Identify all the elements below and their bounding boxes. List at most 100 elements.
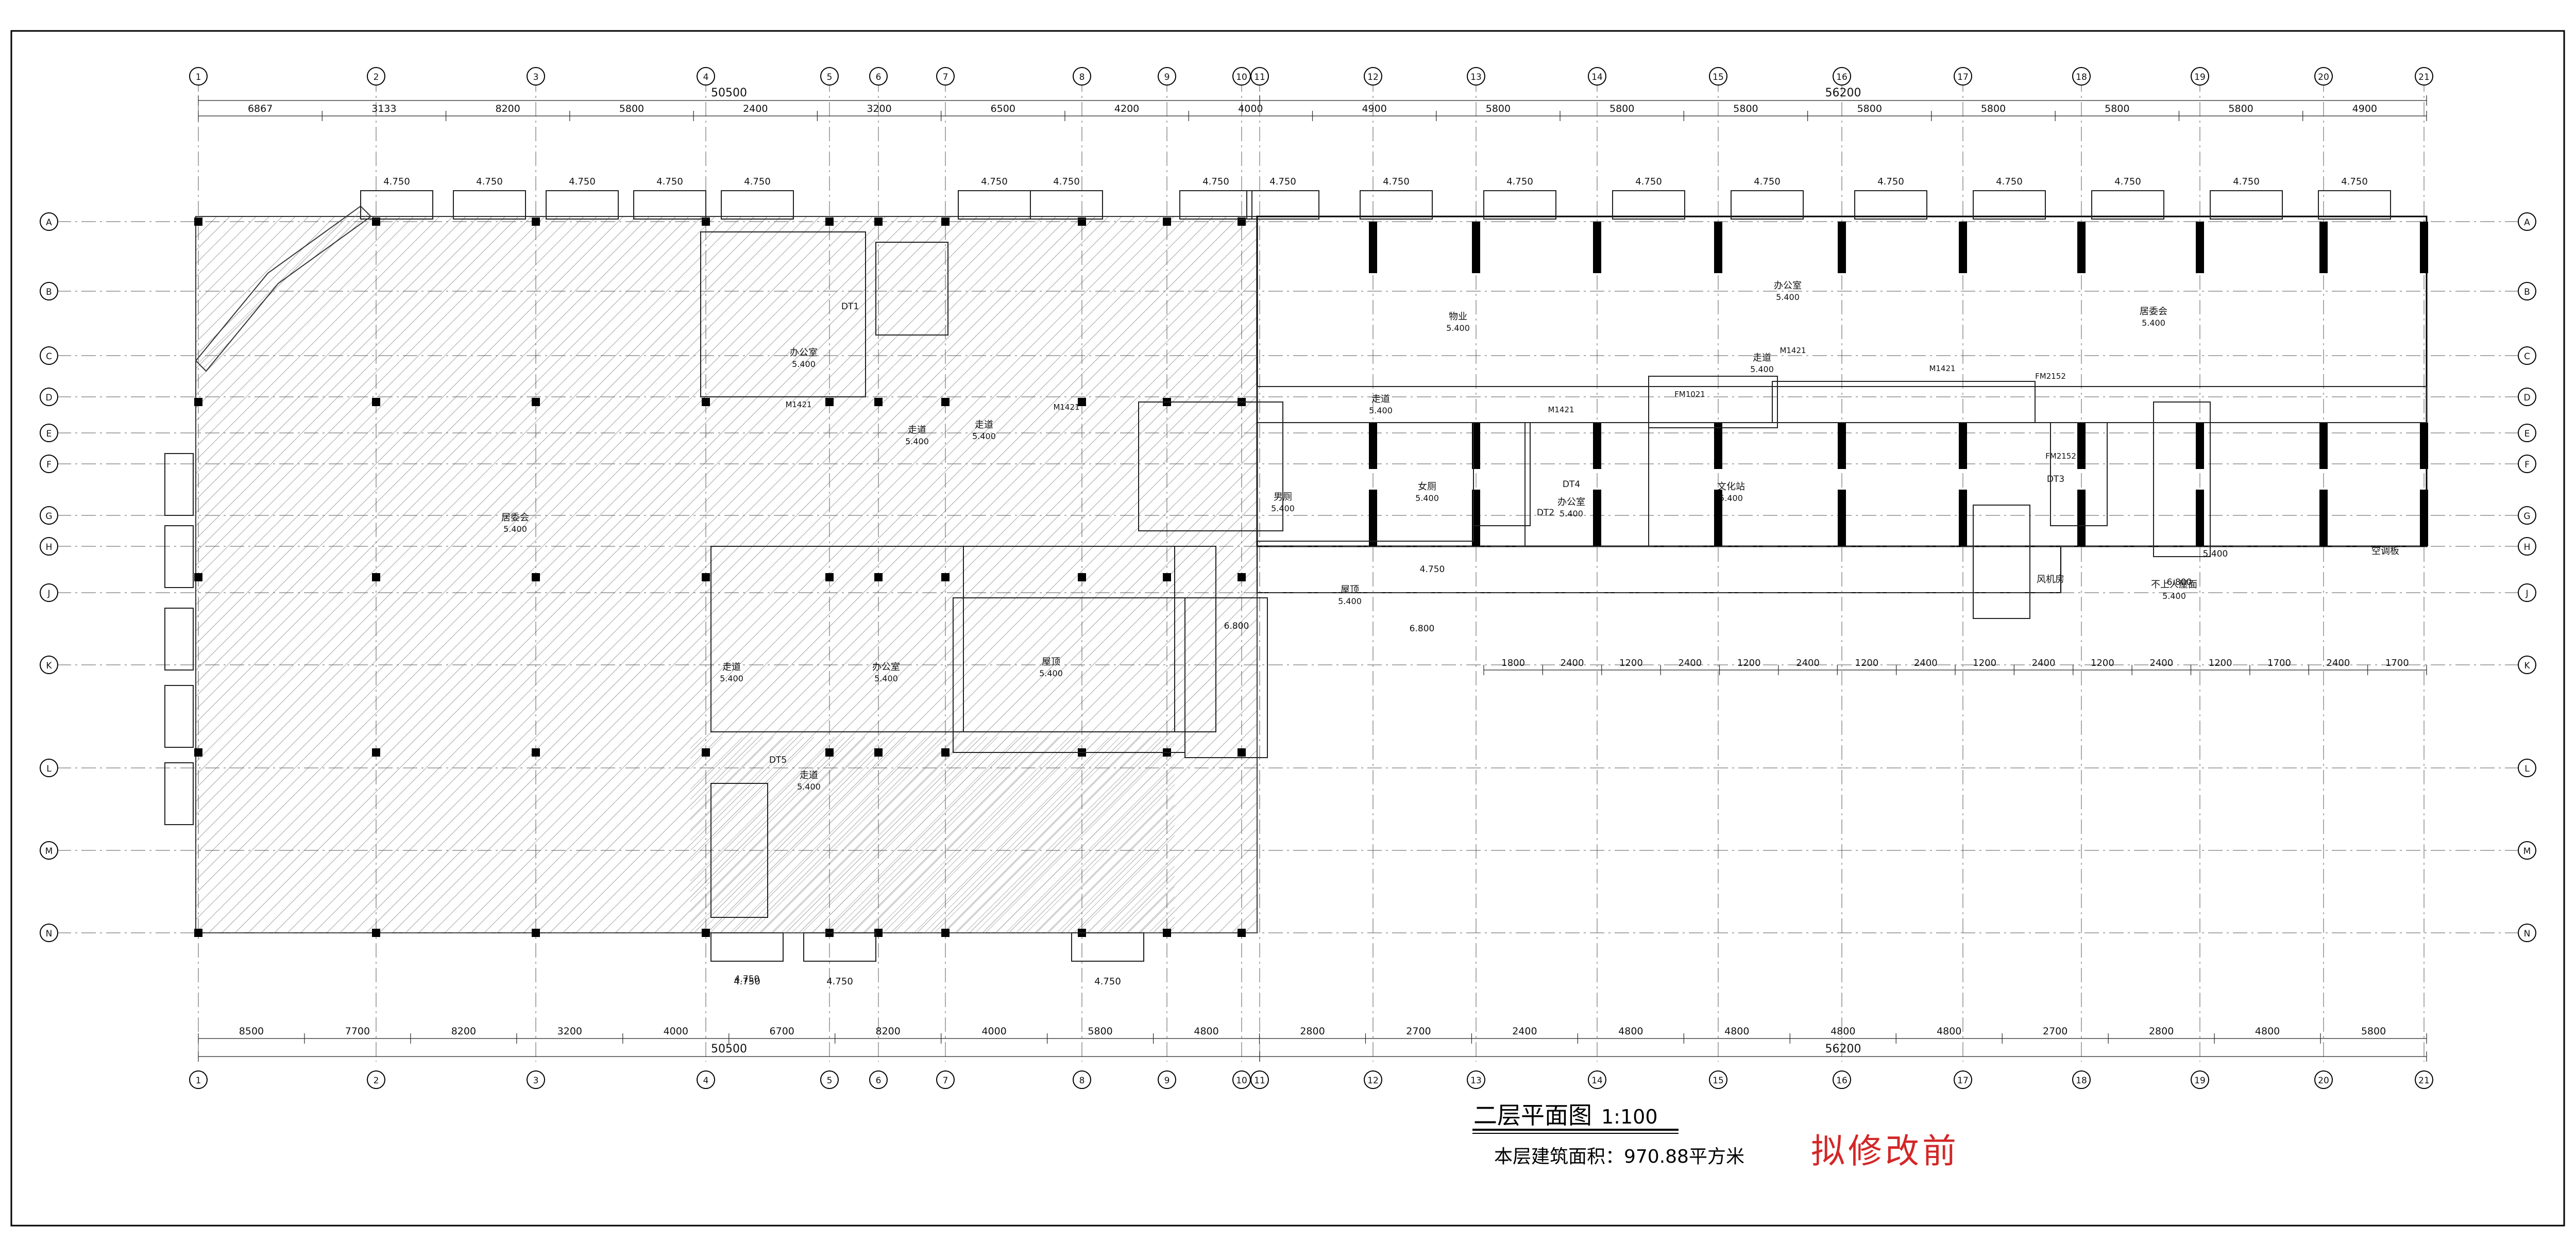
wall	[2153, 401, 2211, 557]
bottom-right-dims-label: 1700	[2267, 658, 2291, 668]
column	[1714, 222, 1722, 273]
door-code: M1421	[1780, 346, 1806, 355]
axis-bubble-left	[40, 424, 58, 442]
room-name: 居委会	[2140, 306, 2167, 317]
axis-bubble-left	[40, 388, 58, 406]
axis-bubble-right-label: J	[2525, 589, 2528, 599]
bottom-right-dims-label: 2400	[2149, 658, 2173, 668]
balcony-elevation: 4.750	[1383, 176, 1410, 187]
bottom-dims-label: 2800	[2149, 1026, 2174, 1037]
room-elevation: 5.400	[972, 431, 996, 441]
column	[194, 217, 202, 226]
axis-bubble-left-label: M	[45, 846, 53, 857]
axis-bubble-top-label: 11	[1254, 72, 1265, 82]
balcony-bottom	[1071, 932, 1144, 962]
axis-bubble-top-label: 7	[943, 72, 948, 82]
axis-bubble-top-label: 12	[1367, 72, 1379, 82]
column	[1163, 217, 1171, 226]
room-name: 文化站	[1717, 481, 1745, 492]
axis-bubble-left-label: L	[46, 764, 52, 774]
axis-bubble-top-label: 18	[2076, 72, 2087, 82]
column	[1472, 222, 1480, 273]
axis-bubble-bottom	[2072, 1070, 2091, 1089]
right-block-lower	[1257, 546, 2061, 593]
room-name: 居委会	[501, 512, 529, 523]
axis-bubble-top-label: 9	[1164, 72, 1170, 82]
axis-bubble-top	[820, 67, 839, 86]
balcony-top	[1360, 190, 1433, 220]
column	[532, 929, 540, 937]
top-dims-label: 5800	[2228, 103, 2253, 114]
axis-bubble-right	[2518, 841, 2536, 860]
axis-bubble-top	[1954, 67, 1972, 86]
stair-symbol	[710, 242, 2108, 918]
axis-bubble-right-label: H	[2524, 542, 2531, 552]
balcony-elevation: 4.750	[1269, 176, 1296, 187]
bottom-right-dims-label: 2400	[1796, 658, 1820, 668]
stair-code: DT1	[841, 302, 859, 312]
overall-bottom-right-label: 56200	[1825, 1043, 1861, 1056]
balcony-elevation: 4.750	[2114, 176, 2141, 187]
column	[825, 217, 834, 226]
angled-wing	[195, 205, 372, 372]
column	[1163, 929, 1171, 937]
axis-bubble-top	[697, 67, 715, 86]
room-labels: 办公室5.400走道5.400物业5.400居委会5.400办公室5.400走道…	[501, 280, 2399, 984]
bottom-right-dims-label: 2400	[2032, 658, 2056, 668]
axis-bubble-left	[40, 841, 58, 860]
balcony-top	[1483, 190, 1556, 220]
column	[874, 398, 883, 406]
axis-bubble-left	[40, 212, 58, 231]
elevation-mark: 5.400	[2203, 549, 2228, 559]
axis-bubble-bottom-label: 17	[1957, 1076, 1969, 1086]
door-code: M1421	[1929, 364, 1955, 373]
room-elevation: 5.400	[1271, 504, 1295, 513]
axis-bubble-top-label: 13	[1470, 72, 1482, 82]
axis-bubble-left	[40, 583, 58, 602]
column	[941, 217, 950, 226]
column	[941, 748, 950, 757]
top-dims-label: 3133	[371, 103, 396, 114]
stair-code: DT5	[769, 755, 787, 765]
wall	[1648, 376, 1778, 428]
axis-bubble-right	[2518, 656, 2536, 674]
axis-bubble-bottom	[2191, 1070, 2209, 1089]
balcony-top	[2091, 190, 2164, 220]
sheet-border	[10, 30, 2565, 1227]
balcony-elevation: 4.750	[1754, 176, 1781, 187]
balcony-bottom	[803, 932, 876, 962]
axis-bubble-top-label: 16	[1836, 72, 1848, 82]
axis-bubble-top	[2415, 67, 2433, 86]
axis-bubble-left-label: C	[46, 351, 52, 362]
room-name: 屋顶	[1042, 657, 1060, 667]
bottom-dims-label: 6700	[770, 1026, 794, 1037]
wall	[963, 546, 1175, 732]
axis-bubble-left-label: K	[46, 661, 52, 671]
axis-bubble-top-label: 3	[533, 72, 539, 82]
column	[194, 398, 202, 406]
axis-bubble-right	[2518, 212, 2536, 231]
axis-bubble-bottom-label: 15	[1713, 1076, 1724, 1086]
wall	[1184, 597, 1268, 758]
axis-bubble-bottom-label: 8	[1079, 1076, 1085, 1086]
top-dims-label: 5800	[1733, 103, 1758, 114]
room-elevation: 5.400	[1446, 323, 1470, 333]
column	[1369, 490, 1377, 546]
axis-bubble-right	[2518, 346, 2536, 365]
door-code: M1421	[1548, 405, 1574, 414]
axis-bubble-left-label: E	[46, 429, 52, 439]
axis-bubble-bottom	[936, 1070, 955, 1089]
axis-bubble-top-label: 2	[374, 72, 379, 82]
axis-bubble-right	[2518, 924, 2536, 942]
column	[1163, 573, 1171, 581]
bottom-right-dims-label: 1200	[1973, 658, 1996, 668]
balcony-elevation: 4.750	[744, 176, 771, 187]
axis-bubble-left	[40, 282, 58, 300]
column	[1238, 573, 1246, 581]
axis-bubble-top	[1158, 67, 1176, 86]
axis-bubble-top	[869, 67, 888, 86]
column	[1959, 490, 1967, 546]
room-elevation: 5.400	[1560, 509, 1583, 518]
hatched-area-lower	[690, 737, 1175, 933]
